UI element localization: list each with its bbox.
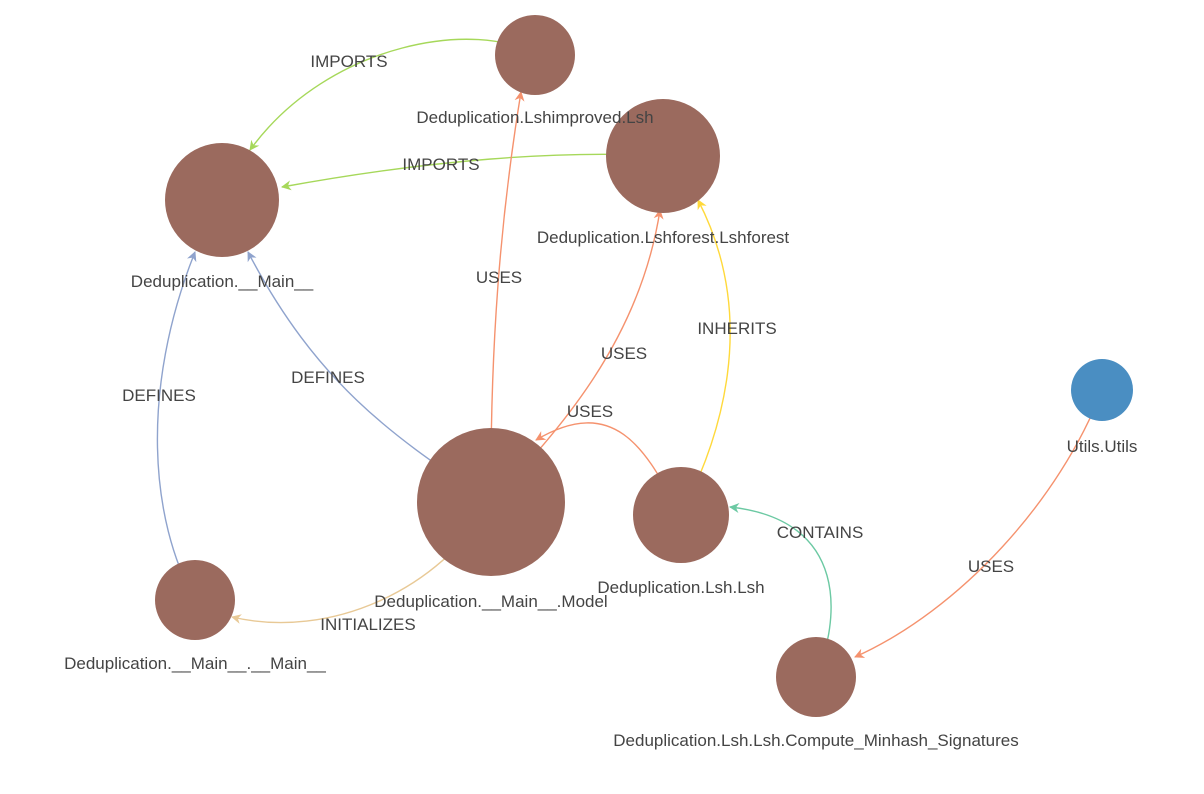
node-label-lshforest: Deduplication.Lshforest.Lshforest <box>537 228 790 247</box>
edge-label-e1: IMPORTS <box>310 52 387 71</box>
node-main[interactable] <box>165 143 279 257</box>
node-label-lsh: Deduplication.Lsh.Lsh <box>597 578 764 597</box>
edge-e1[interactable] <box>249 38 536 151</box>
node-mainmain[interactable] <box>155 560 235 640</box>
node-model[interactable] <box>417 428 565 576</box>
node-lshforest[interactable] <box>606 99 720 213</box>
edge-label-e3: USES <box>476 268 522 287</box>
node-label-model: Deduplication.__Main__.Model <box>374 592 607 611</box>
node-lshimproved[interactable] <box>495 15 575 95</box>
edge-label-e6: INHERITS <box>697 319 776 338</box>
labels-layer: IMPORTS IMPORTS USES USES USES INHERITS DEFINE… <box>64 52 1137 750</box>
edge-e11[interactable] <box>854 389 1103 658</box>
node-minhash[interactable] <box>776 637 856 717</box>
edge-label-e11: USES <box>968 557 1014 576</box>
node-label-minhash: Deduplication.Lsh.Lsh.Compute_Minhash_Si… <box>613 731 1018 750</box>
edge-label-e9: INITIALIZES <box>320 615 415 634</box>
edge-label-e8: DEFINES <box>122 386 196 405</box>
edge-label-e2: IMPORTS <box>402 155 479 174</box>
node-label-main: Deduplication.__Main__ <box>131 272 314 291</box>
edge-label-e7: DEFINES <box>291 368 365 387</box>
nodes-layer <box>155 15 1133 717</box>
node-lsh[interactable] <box>633 467 729 563</box>
edge-label-e10: CONTAINS <box>777 523 864 542</box>
node-label-mainmain: Deduplication.__Main__.__Main__ <box>64 654 326 673</box>
edge-label-e4: USES <box>601 344 647 363</box>
edge-label-e5: USES <box>567 402 613 421</box>
node-label-lshimproved: Deduplication.Lshimproved.Lsh <box>416 108 653 127</box>
node-label-utils: Utils.Utils <box>1067 437 1138 456</box>
node-utils[interactable] <box>1071 359 1133 421</box>
edge-e8[interactable] <box>156 251 197 601</box>
